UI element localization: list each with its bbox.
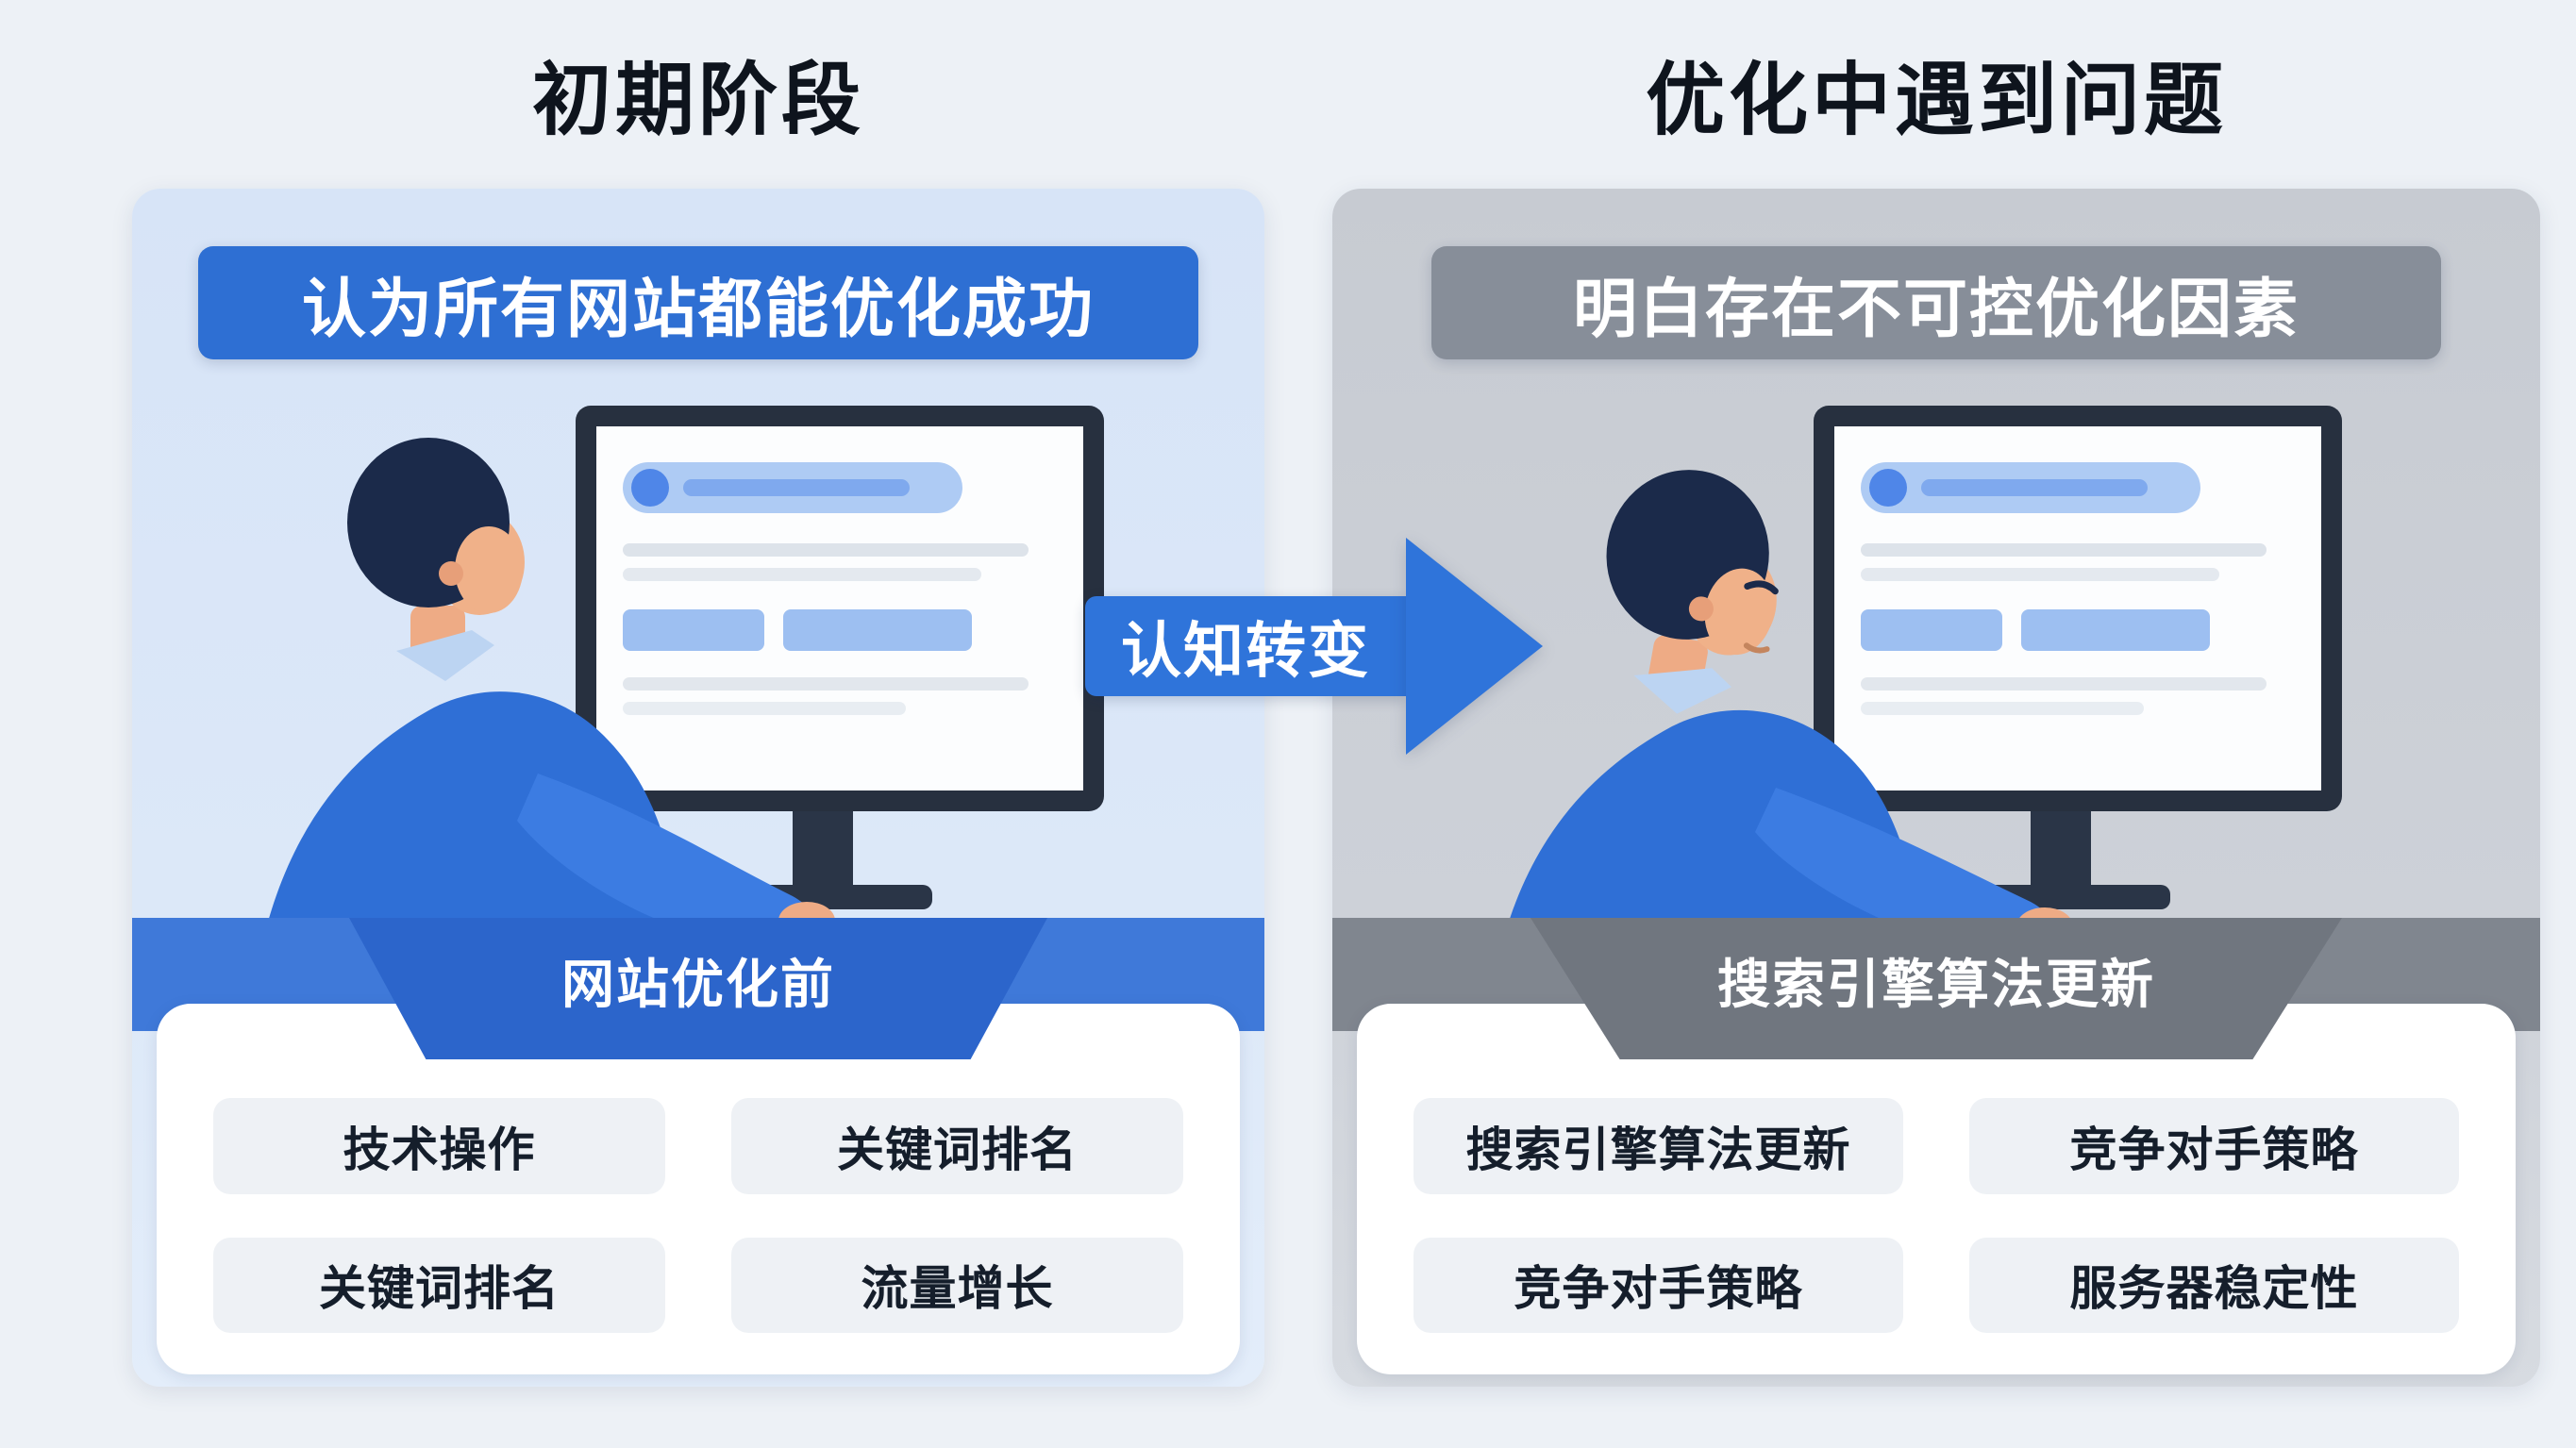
transition-arrow-label: 认知转变	[1085, 596, 1406, 696]
right-factor-pill: 服务器稳定性	[1969, 1237, 2459, 1333]
person-at-computer-illustration-svg	[245, 406, 1104, 1085]
initial-stage-panel: 认为所有网站都能优化成功	[132, 189, 1264, 1387]
left-stage-title: 初期阶段	[531, 55, 864, 144]
person-at-computer-illustration	[132, 368, 1264, 1085]
left-factor-pill: 技术操作	[213, 1098, 665, 1194]
right-factor-pill: 搜索引擎算法更新	[1413, 1098, 1903, 1194]
right-stage-title: 优化中遇到问题	[1645, 55, 2227, 144]
left-belief-banner: 认为所有网站都能优化成功	[198, 246, 1198, 359]
right-factor-pill: 竞争对手策略	[1969, 1098, 2459, 1194]
right-belief-banner: 明白存在不可控优化因素	[1431, 246, 2441, 359]
monitor-icon	[576, 406, 1104, 909]
left-factor-pill: 关键词排名	[731, 1098, 1183, 1194]
problem-stage-panel: 明白存在不可控优化因素	[1332, 189, 2540, 1387]
arrow-head-icon	[1406, 538, 1543, 755]
left-section-tab: 网站优化前	[349, 918, 1047, 1059]
left-factor-card: 技术操作 关键词排名 关键词排名 流量增长	[157, 1004, 1240, 1374]
monitor-icon	[1814, 406, 2342, 909]
left-factor-pill: 流量增长	[731, 1237, 1183, 1333]
right-section-tab: 搜索引擎算法更新	[1531, 918, 2342, 1059]
transition-arrow: 认知转变	[1085, 538, 1547, 755]
right-factor-pill: 竞争对手策略	[1413, 1237, 1903, 1333]
left-factor-pill: 关键词排名	[213, 1237, 665, 1333]
right-factor-card: 搜索引擎算法更新 竞争对手策略 竞争对手策略 服务器稳定性	[1357, 1004, 2516, 1374]
